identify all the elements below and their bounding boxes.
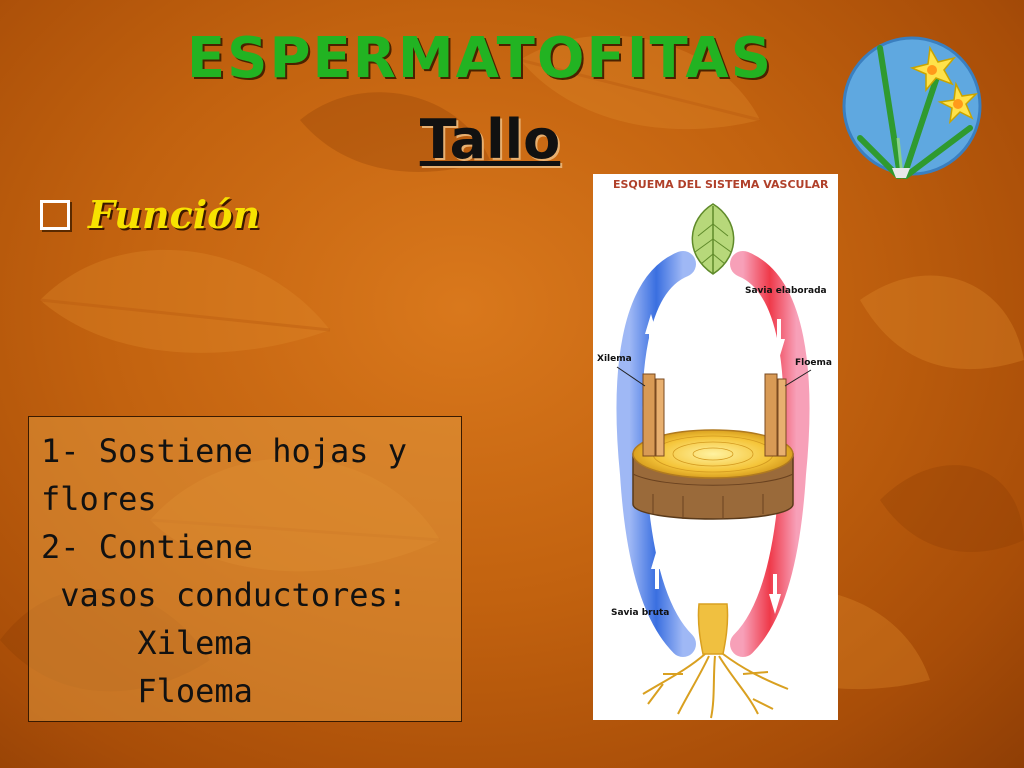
checkbox-icon (40, 200, 70, 230)
functions-textbox: 1- Sostiene hojas y flores 2- Contiene v… (28, 416, 462, 722)
textbox-line-2: flores (41, 475, 449, 523)
xylem-vessel (643, 374, 664, 456)
textbox-line-6: Floema (41, 667, 449, 715)
textbox-line-3: 2- Contiene (41, 523, 449, 571)
textbox-line-1: 1- Sostiene hojas y (41, 427, 449, 475)
vascular-system-diagram: ESQUEMA DEL SISTEMA VASCULAR Savia elabo… (593, 174, 838, 720)
bullet-funcion: Función (40, 192, 260, 237)
bullet-label: Función (88, 192, 260, 237)
diagram-title: ESQUEMA DEL SISTEMA VASCULAR (613, 178, 828, 191)
label-xilema: Xilema (597, 354, 632, 364)
diagram-illustration (593, 174, 838, 720)
textbox-line-5: Xilema (41, 619, 449, 667)
slide-subtitle: Tallo (0, 108, 980, 171)
label-floema: Floema (795, 358, 832, 368)
phloem-vessel (765, 374, 786, 456)
leaf-icon (692, 204, 733, 274)
daffodil-icon (840, 28, 990, 180)
label-savia-elaborada: Savia elaborada (745, 286, 827, 296)
label-savia-bruta: Savia bruta (611, 608, 669, 618)
slide-title: ESPERMATOFITAS (0, 26, 960, 91)
textbox-line-4: vasos conductores: (41, 571, 449, 619)
